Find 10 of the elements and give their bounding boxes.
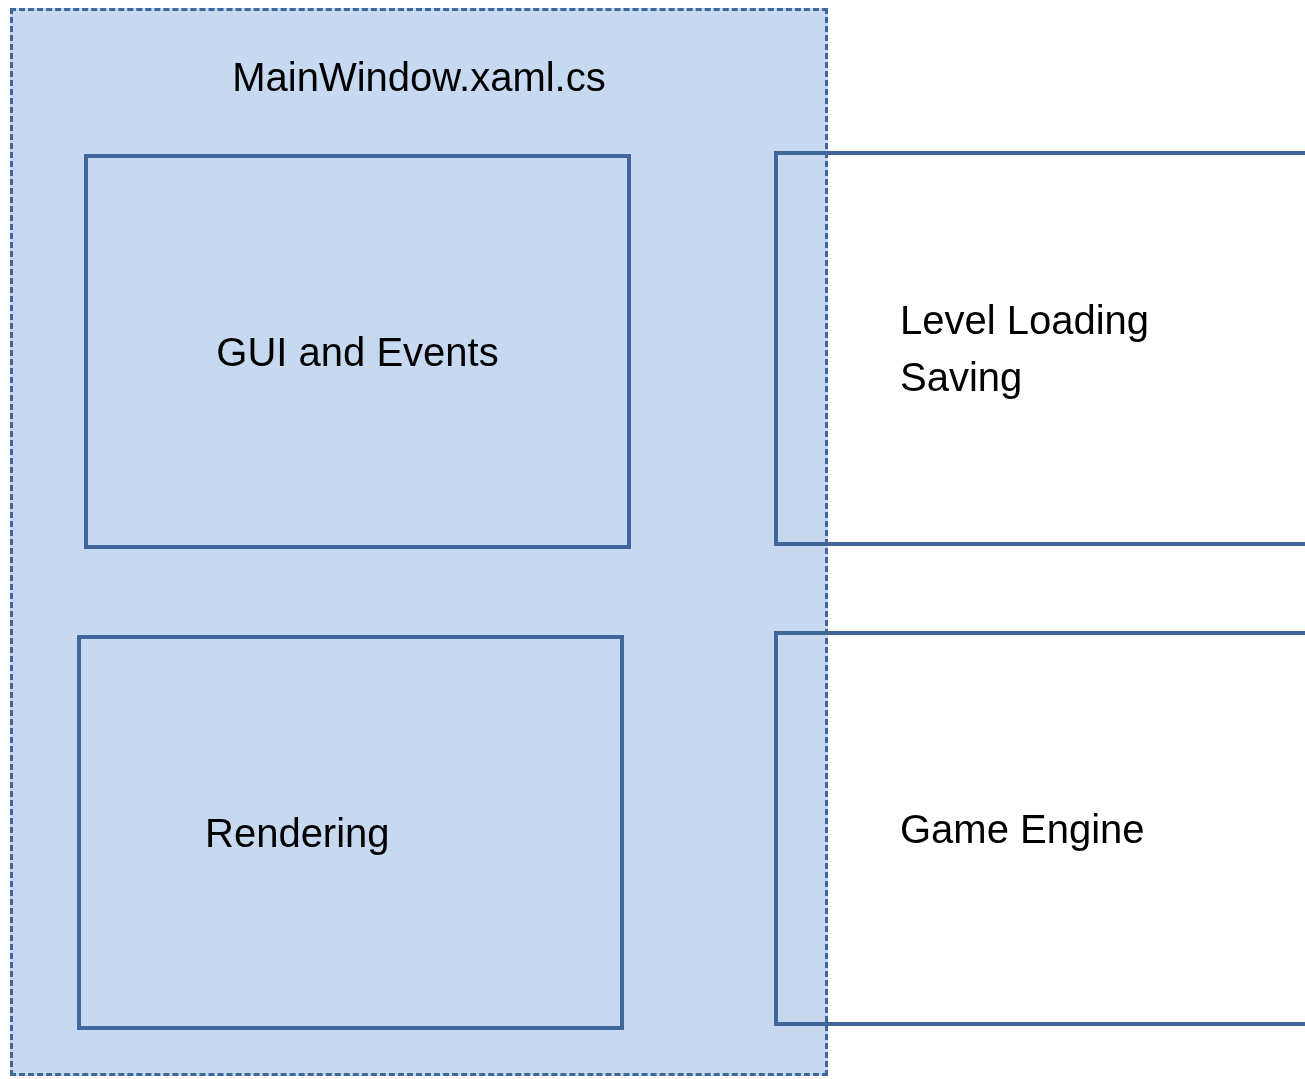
dashed-container (10, 8, 828, 1076)
module-box (77, 635, 624, 1030)
module-label: Level Loading Saving (900, 296, 1151, 401)
module-box (774, 631, 1305, 1026)
module-box (774, 151, 1305, 546)
module-label: Rendering (205, 809, 390, 857)
module-box (84, 154, 631, 549)
module-label: Game Engine (900, 805, 1146, 853)
module-label: GUI and Events (216, 328, 499, 375)
container-title: MainWindow.xaml.cs (232, 54, 606, 101)
